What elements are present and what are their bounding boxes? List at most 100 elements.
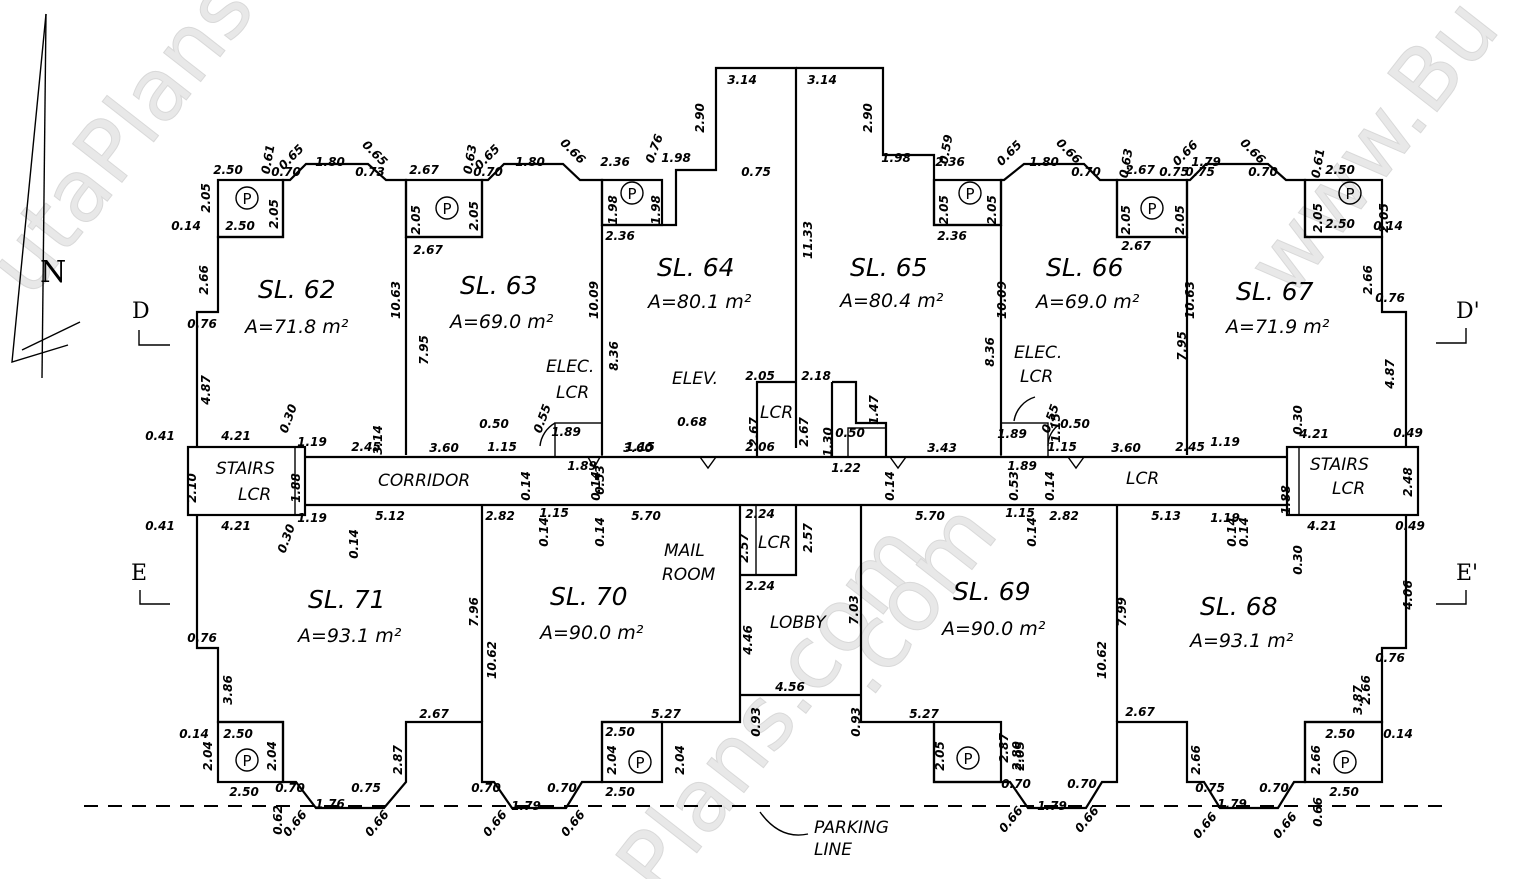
dimension-label: 0.41 [145, 519, 175, 533]
dimension-label: 0.76 [187, 317, 217, 331]
dimension-label: 2.50 [225, 219, 255, 233]
dimension-label: 0.14 [593, 517, 607, 547]
dimension-label: 2.67 [409, 163, 439, 177]
dimension-label: 2.10 [185, 473, 199, 503]
dimension-label: 2.05 [1119, 205, 1133, 235]
dimension-label: 2.05 [1173, 205, 1187, 235]
unit-name-70: SL. 70 [550, 582, 628, 611]
dimension-label: 10.63 [389, 281, 403, 319]
section-d: D [132, 299, 150, 324]
dimension-label: 0.75 [351, 781, 381, 795]
dimension-label: 0.14 [1383, 727, 1413, 741]
dimension-label: 8.36 [607, 341, 621, 371]
dimension-label: 0.63 [461, 144, 480, 176]
stairs-right-label: STAIRS [1310, 455, 1369, 475]
dimension-label: 2.18 [801, 369, 831, 383]
parking-circle [620, 181, 644, 205]
dimension-label: 1.19 [1210, 511, 1240, 525]
dimension-label: 3.60 [429, 441, 459, 455]
dimension-label: 2.50 [1325, 163, 1355, 177]
dimension-label: 2.90 [693, 103, 707, 133]
dimension-label: 4.46 [741, 625, 755, 656]
dimension-label: 11.33 [801, 221, 815, 259]
dimension-label: 1.98 [649, 195, 663, 225]
dimension-label: 0.14 [1025, 517, 1039, 547]
parking-symbol: P [1345, 185, 1354, 203]
lobby-label: LOBBY [770, 613, 827, 633]
unit-name-71: SL. 71 [308, 585, 386, 614]
mail-room-label-1: MAIL [664, 541, 705, 561]
dimension-label: 0.70 [1071, 165, 1101, 179]
dimension-label: 4.21 [1298, 427, 1329, 441]
unit-area-70: A=90.0 m² [538, 622, 644, 644]
dimension-label: 1.89 [997, 427, 1027, 441]
stairs-right-lcr: LCR [1332, 479, 1365, 499]
dimension-label: 2.05 [1013, 741, 1027, 771]
dimension-label: 5.70 [631, 509, 661, 523]
section-e: E [131, 561, 147, 586]
dimension-label: 1.80 [315, 155, 345, 169]
unit-area-67: A=71.9 m² [1224, 316, 1330, 338]
dimension-label: 2.57 [737, 533, 751, 563]
dimension-label: 7.95 [417, 335, 431, 365]
unit-name-62: SL. 62 [258, 275, 336, 304]
parking-circle [235, 186, 259, 210]
dimension-label: 10.09 [587, 281, 601, 319]
stairs-left-lcr: LCR [238, 485, 271, 505]
unit-area-62: A=71.8 m² [243, 316, 349, 338]
dimension-label: 1.30 [821, 427, 835, 457]
dimension-label: 2.05 [745, 369, 775, 383]
dimension-label: 7.96 [467, 597, 481, 627]
dimension-label: 2.05 [933, 741, 947, 771]
north-label: N [40, 255, 66, 290]
unit-name-64: SL. 64 [657, 253, 735, 282]
dimension-label: 0.61 [259, 144, 278, 176]
dimension-label: 4.21 [1306, 519, 1337, 533]
dimension-label: 0.70 [1248, 165, 1278, 179]
dimension-label: 1.89 [567, 459, 597, 473]
dimension-label: 0.49 [1393, 426, 1423, 440]
dimension-label: 0.66 [1237, 136, 1268, 167]
dimension-label: 2.67 [1125, 163, 1155, 177]
parking-symbol: P [242, 752, 251, 770]
dimension-label: 1.22 [831, 461, 861, 475]
dimension-label: 1.98 [661, 151, 691, 165]
elev-lcr-label: LCR [760, 403, 793, 423]
dimension-label: 2.05 [267, 199, 281, 229]
dimension-label: 1.98 [606, 195, 620, 225]
parking-circle [1333, 750, 1357, 774]
dimension-label: 0.70 [471, 781, 501, 795]
dimension-label: 10.62 [1095, 641, 1109, 679]
unit-name-67: SL. 67 [1236, 277, 1314, 306]
parking-circle [958, 181, 982, 205]
dimension-label: 0.50 [479, 417, 509, 431]
parking-circle [1338, 181, 1362, 205]
dimension-label: 0.70 [473, 165, 503, 179]
dimension-label: 3.87 [1351, 685, 1365, 715]
dimension-label: 0.66 [1190, 810, 1220, 842]
dimension-label: 1.19 [297, 435, 327, 449]
dimension-label: 2.67 [797, 417, 811, 447]
parking-circle [628, 750, 652, 774]
north-arrow: N [11, 13, 81, 379]
dimension-label: 2.87 [391, 745, 405, 775]
dimension-label: 1.15 [539, 506, 569, 520]
dimension-label: 2.82 [1049, 509, 1079, 523]
parking-circle [235, 748, 259, 772]
dimension-label: 2.05 [409, 205, 423, 235]
mail-room-label-2: ROOM [662, 565, 716, 585]
dimension-label: 2.50 [605, 725, 635, 739]
parking-circle [956, 746, 980, 770]
dimension-label: 2.24 [745, 579, 775, 593]
unit-name-69: SL. 69 [953, 577, 1031, 606]
dimension-label: 0.50 [835, 426, 865, 440]
dimension-label: 2.48 [1401, 467, 1415, 497]
dimension-label: 2.50 [1329, 785, 1359, 799]
parking-symbol: P [1147, 200, 1156, 218]
dimension-label: 1.15 [487, 440, 517, 454]
unit-area-66: A=69.0 m² [1034, 291, 1140, 313]
dimension-label: 2.36 [937, 229, 967, 243]
dimension-label: 10.09 [995, 281, 1009, 319]
dimension-label: 10.62 [485, 641, 499, 679]
dimension-label: 1.15 [1047, 440, 1077, 454]
